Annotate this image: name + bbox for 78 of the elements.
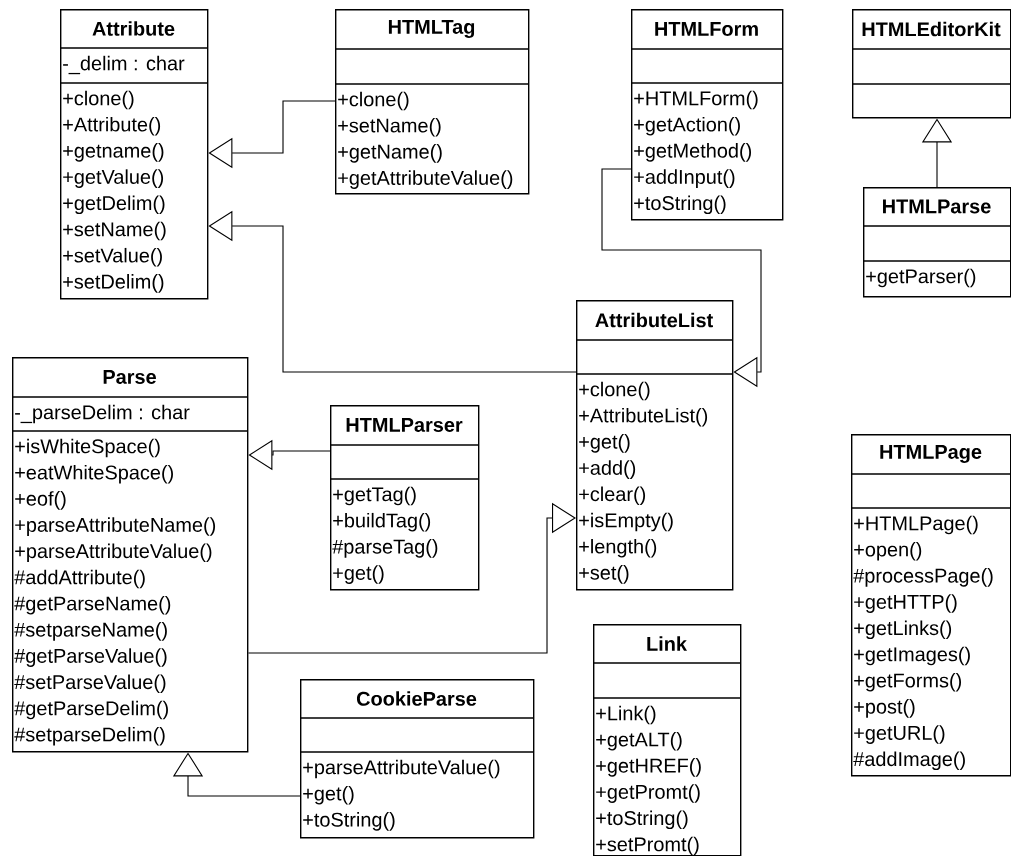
method-text: +open(): [854, 541, 922, 561]
method-text: +setName(): [338, 117, 441, 137]
method-text: +isWhiteSpace(): [15, 438, 160, 458]
method-text: +getDelim(): [63, 195, 165, 215]
method-text: +parseAttributeName(): [15, 517, 216, 536]
class-name: AttributeList: [595, 312, 713, 328]
method-text: +getImages(): [854, 646, 970, 666]
method-text: #addAttribute(): [14, 569, 145, 589]
generalization-arrow: [247, 502, 576, 654]
generalization-arrow: [601, 168, 762, 388]
method-text: +clone(): [579, 381, 650, 401]
method-text: +parseAttributeValue(): [15, 543, 212, 563]
class-name: HTMLTag: [388, 20, 475, 38]
method-text: +post(): [854, 699, 915, 718]
method-text: +HTMLPage(): [854, 515, 978, 535]
method-text: +clear(): [579, 486, 646, 506]
method-text: #getParseName(): [14, 595, 171, 615]
method-text: #addImage(): [853, 751, 965, 771]
method-text: +toString(): [634, 195, 726, 215]
method-text: +setName(): [63, 221, 166, 241]
method-text: +toString(): [303, 812, 395, 831]
method-text: +getParser(): [866, 268, 976, 288]
method-text: +setValue(): [63, 247, 162, 267]
class-name: HTMLForm: [655, 22, 758, 36]
method-text: +buildTag(): [333, 512, 431, 532]
generalization-arrow: [172, 752, 301, 797]
method-text: +Attribute(): [63, 116, 161, 136]
class-name: Attribute: [92, 21, 175, 36]
method-text: +setDelim(): [63, 274, 164, 293]
method-text: +eatWhiteSpace(): [15, 464, 173, 484]
method-text: +setPromt(): [596, 836, 699, 856]
class-name: Parse: [103, 370, 156, 384]
method-text: #setparseDelim(): [14, 726, 165, 746]
method-text: +HTMLForm(): [634, 90, 758, 110]
class-name: HTMLPage: [880, 445, 982, 463]
method-text: +eof(): [15, 491, 66, 510]
method-text: +getHREF(): [596, 758, 701, 777]
class-name: HTMLParse: [883, 199, 991, 214]
method-text: +AttributeList(): [579, 407, 708, 427]
method-text: +getMethod(): [634, 143, 752, 162]
method-text: +getHTTP(): [854, 594, 957, 613]
method-text: +getAttributeValue(): [338, 170, 513, 189]
method-text: +toString(): [596, 810, 688, 830]
method-text: +addInput(): [634, 169, 735, 188]
method-text: +parseAttributeValue(): [303, 759, 500, 779]
class-name: HTMLParser: [346, 418, 463, 432]
method-text: +add(): [579, 460, 636, 479]
method-text: +clone(): [63, 90, 134, 110]
class-name: HTMLEditorKit: [862, 21, 1001, 37]
method-text: +get(): [579, 434, 630, 453]
method-text: +clone(): [338, 91, 409, 111]
attribute-text: -_parseDelim : char: [15, 404, 190, 424]
method-text: +length(): [579, 538, 657, 558]
class-name: CookieParse: [356, 691, 477, 706]
method-text: +getName(): [338, 144, 442, 163]
method-text: +get(): [303, 785, 354, 805]
method-text: +get(): [333, 565, 384, 584]
method-text: +Link(): [596, 705, 656, 725]
method-text: +isEmpty(): [579, 512, 673, 532]
method-text: #getParseValue(): [14, 648, 167, 667]
method-text: +getAction(): [634, 116, 740, 136]
method-text: #parseTag(): [332, 539, 438, 558]
method-text: +getALT(): [596, 731, 682, 751]
class-name: Link: [647, 636, 687, 651]
method-text: +getForms(): [854, 672, 961, 692]
method-text: #processPage(): [853, 568, 993, 587]
method-text: +getLinks(): [854, 620, 952, 640]
method-text: #setParseValue(): [14, 674, 166, 694]
method-text: #setparseName(): [14, 622, 167, 641]
method-text: +getURL(): [854, 725, 945, 744]
method-text: +set(): [579, 565, 629, 584]
method-text: +getname(): [63, 143, 164, 162]
method-text: +getValue(): [63, 169, 164, 188]
method-text: +getPromt(): [596, 784, 700, 803]
method-text: #getParseDelim(): [14, 700, 168, 720]
attribute-text: -_delim : char: [63, 55, 185, 75]
method-text: +getTag(): [333, 486, 416, 506]
generalization-arrow: [208, 100, 336, 169]
